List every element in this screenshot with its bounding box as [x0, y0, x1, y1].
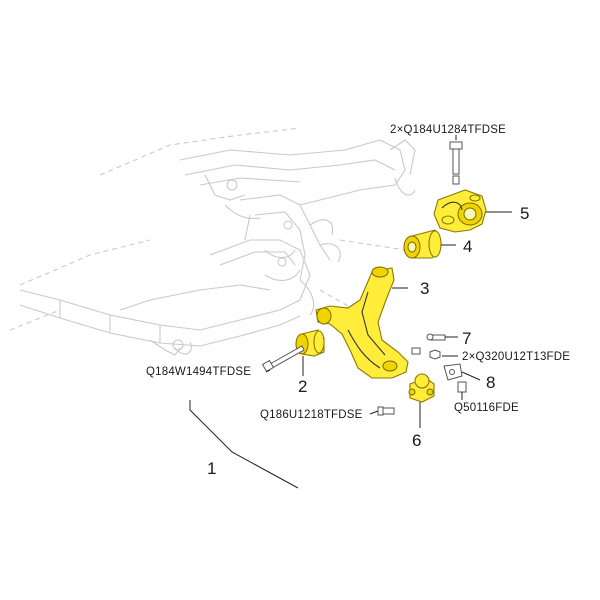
part-code-bolt-front: Q184W1494TFDSE [146, 366, 251, 378]
callout-7: 7 [462, 329, 471, 348]
part-code-nut-single: Q50116FDE [454, 402, 519, 414]
rear-bush-bracket [433, 189, 487, 233]
callout-8: 8 [486, 373, 495, 392]
front-bush [295, 329, 325, 357]
callout-3: 3 [420, 279, 429, 298]
part-code-nut-pair: 2×Q320U12T13FDE [462, 351, 570, 363]
ball-joint [408, 373, 435, 403]
rear-bush [403, 229, 442, 259]
callout-6: 6 [412, 431, 421, 450]
callout-1: 1 [207, 459, 216, 478]
callout-4: 4 [463, 237, 472, 256]
lower-control-arm [315, 266, 409, 379]
leader-lines [189, 135, 512, 489]
part-code-bolt-top: 2×Q184U1284TFDSE [390, 124, 506, 136]
hardware [261, 141, 467, 416]
part-code-bolt-lower: Q186U1218TFDSE [260, 409, 363, 421]
subframe-drawing [9, 127, 416, 356]
callout-2: 2 [298, 377, 307, 396]
callout-5: 5 [520, 204, 529, 223]
